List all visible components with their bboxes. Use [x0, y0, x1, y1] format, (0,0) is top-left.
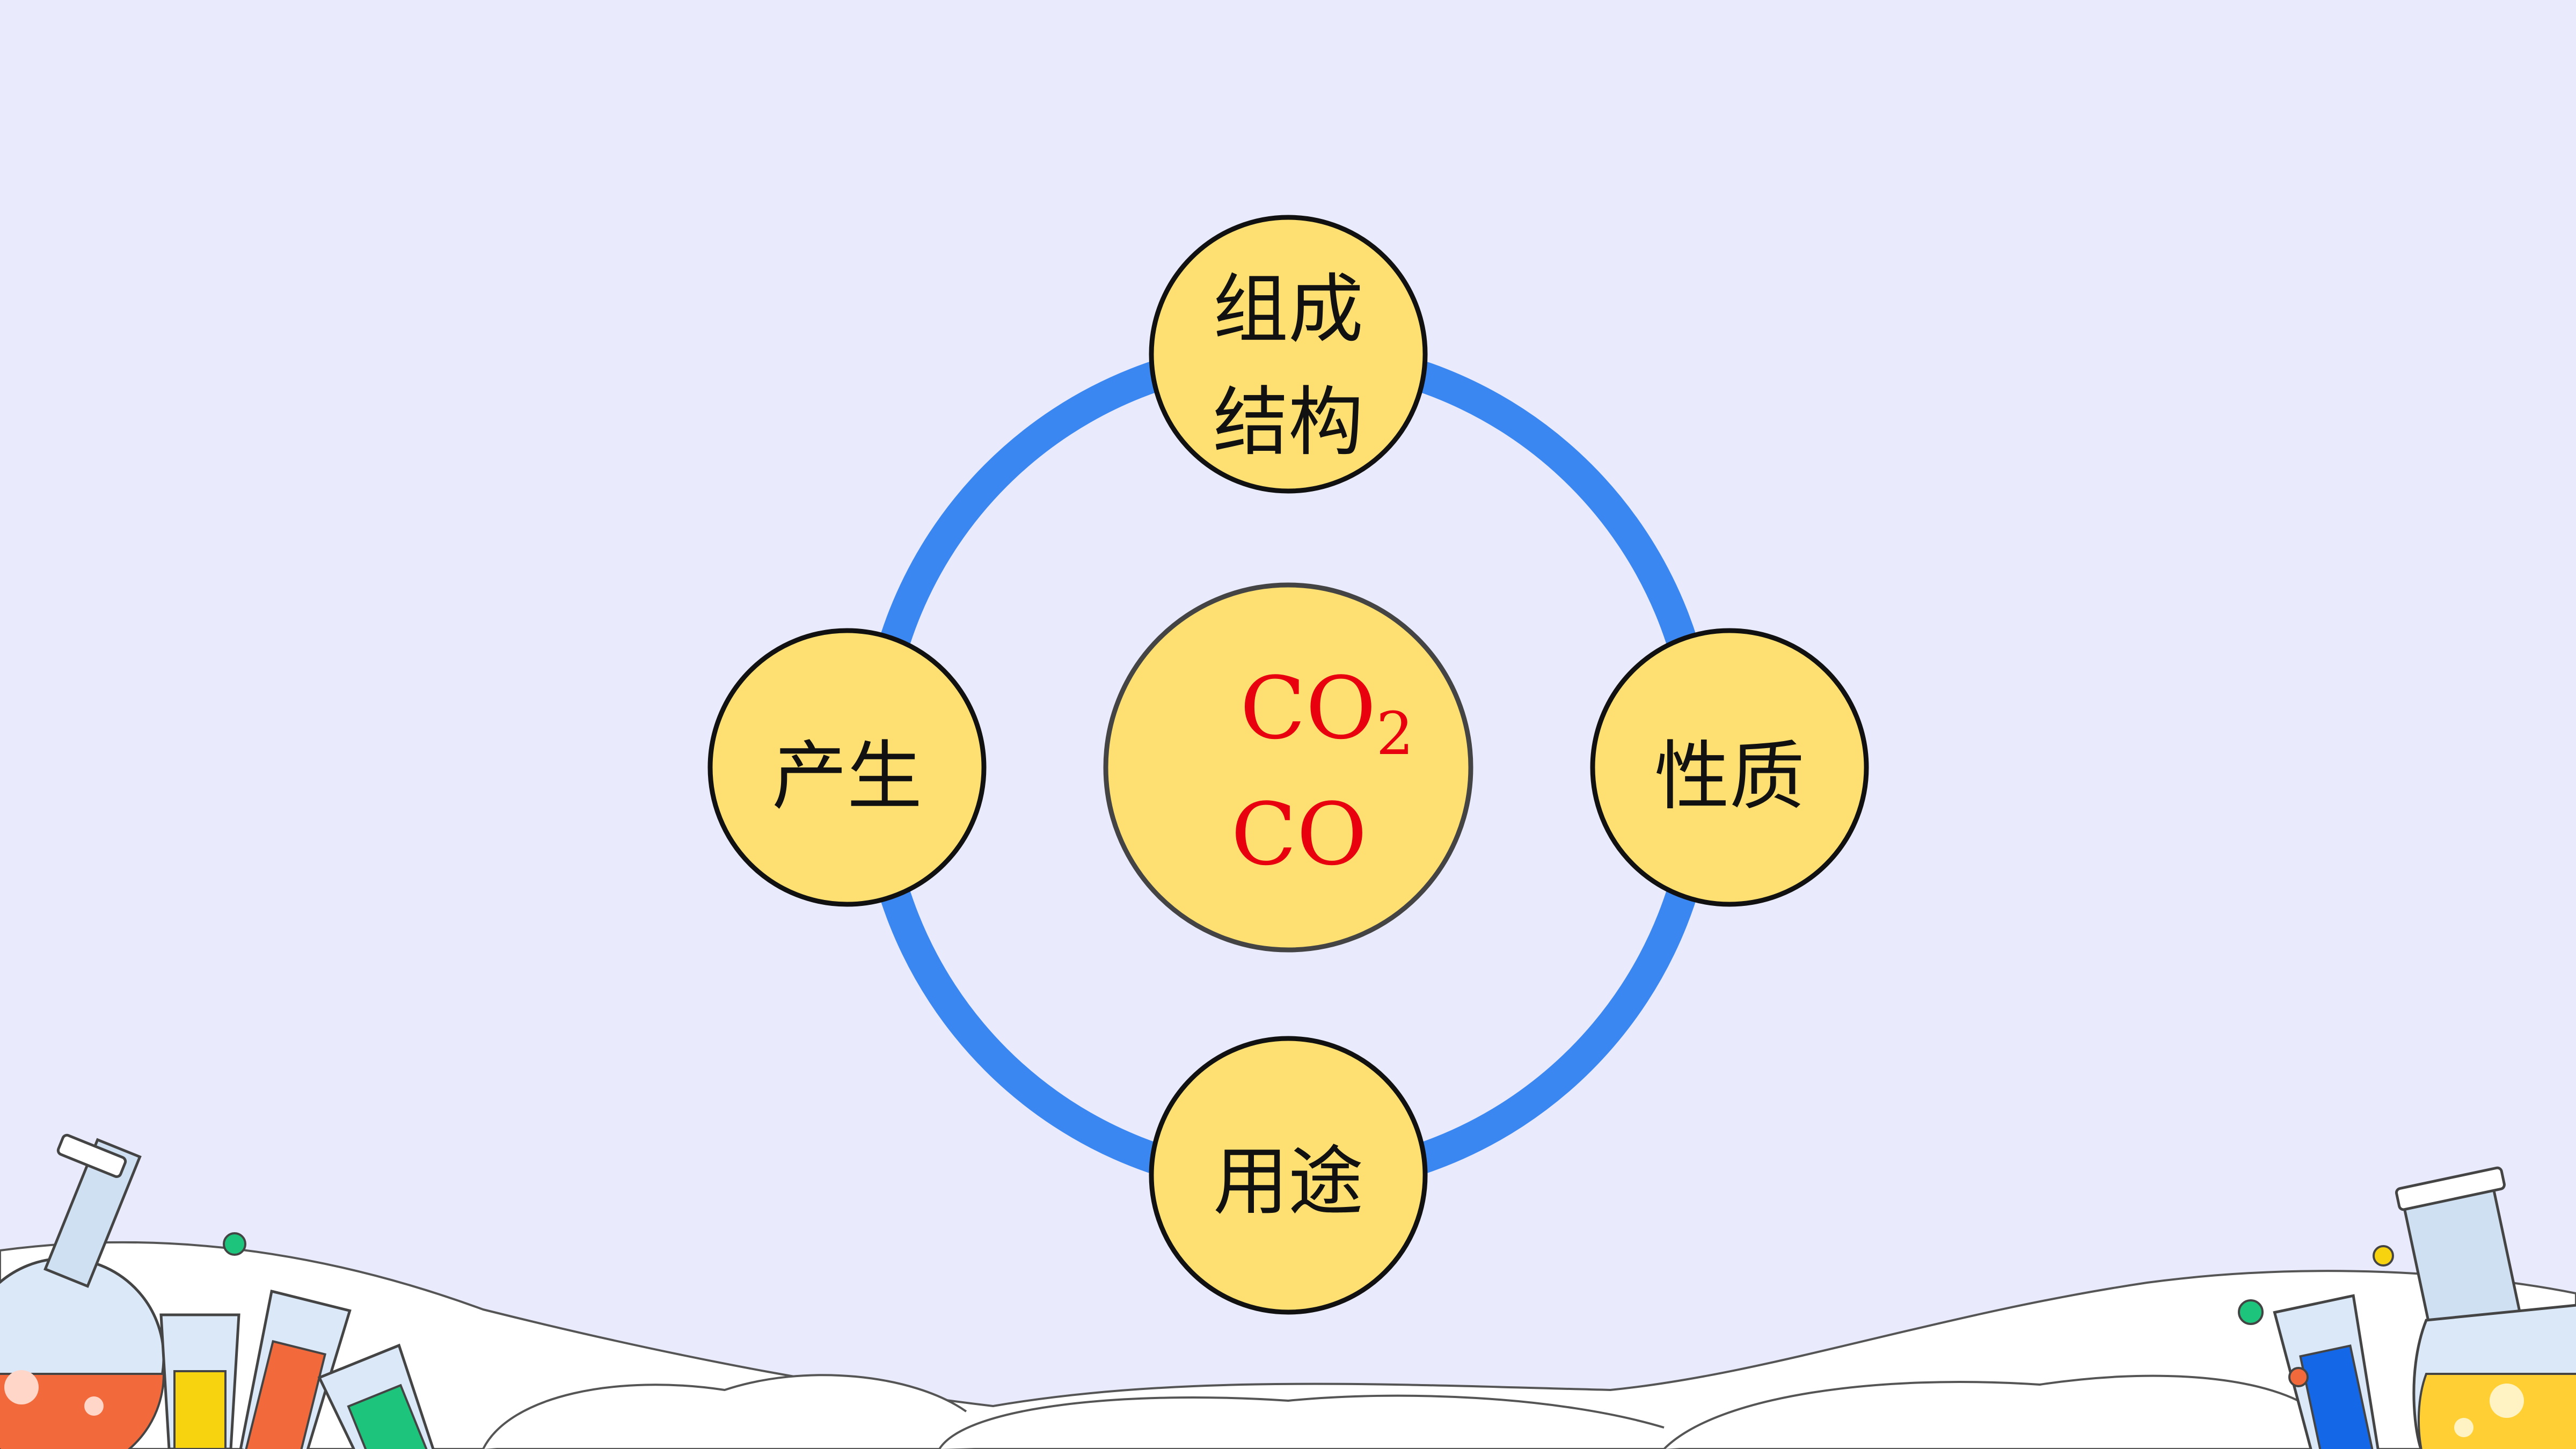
- node-right-circle: [1590, 628, 1869, 907]
- node-top-composition-structure: 组成 结构: [1149, 215, 1428, 494]
- center-label-co2: CO2: [1240, 658, 1414, 768]
- center-circle: [1103, 582, 1473, 953]
- node-bottom-uses: 用途: [1149, 1036, 1428, 1315]
- node-bottom-circle: [1149, 1036, 1428, 1315]
- right-yellow-dot-icon: [2373, 1245, 2394, 1267]
- node-top-label-line1: 组成: [1213, 266, 1363, 354]
- left-flask-icon: [0, 1133, 165, 1449]
- node-bottom-label: 用途: [1213, 1138, 1363, 1226]
- bottom-cloud-decoration: [0, 1241, 2576, 1449]
- node-top-label-line2: 结构: [1213, 379, 1363, 466]
- right-orange-dot-icon: [2288, 1367, 2309, 1387]
- node-left-production: 产生: [707, 628, 987, 907]
- center-label-co: CO: [1231, 784, 1367, 884]
- center-co2-main: CO: [1240, 658, 1376, 758]
- right-test-tube-blue-icon: [2273, 1294, 2381, 1449]
- left-test-tube-orange-icon: [239, 1289, 352, 1449]
- center-co2-subscript: 2: [1376, 699, 1414, 768]
- node-top-circle: [1149, 215, 1428, 494]
- left-green-dot-icon: [223, 1232, 246, 1256]
- node-right-properties: 性质: [1590, 628, 1869, 907]
- center-node: CO2 CO: [1103, 582, 1473, 953]
- left-test-tube-green-icon: [317, 1343, 440, 1449]
- right-green-dot-icon: [2238, 1299, 2264, 1325]
- node-left-label: 产生: [772, 733, 922, 821]
- node-left-circle: [707, 628, 987, 907]
- left-test-tube-yellow-icon: [159, 1313, 240, 1449]
- node-right-label: 性质: [1654, 733, 1805, 821]
- right-flask-icon: [2395, 1166, 2576, 1449]
